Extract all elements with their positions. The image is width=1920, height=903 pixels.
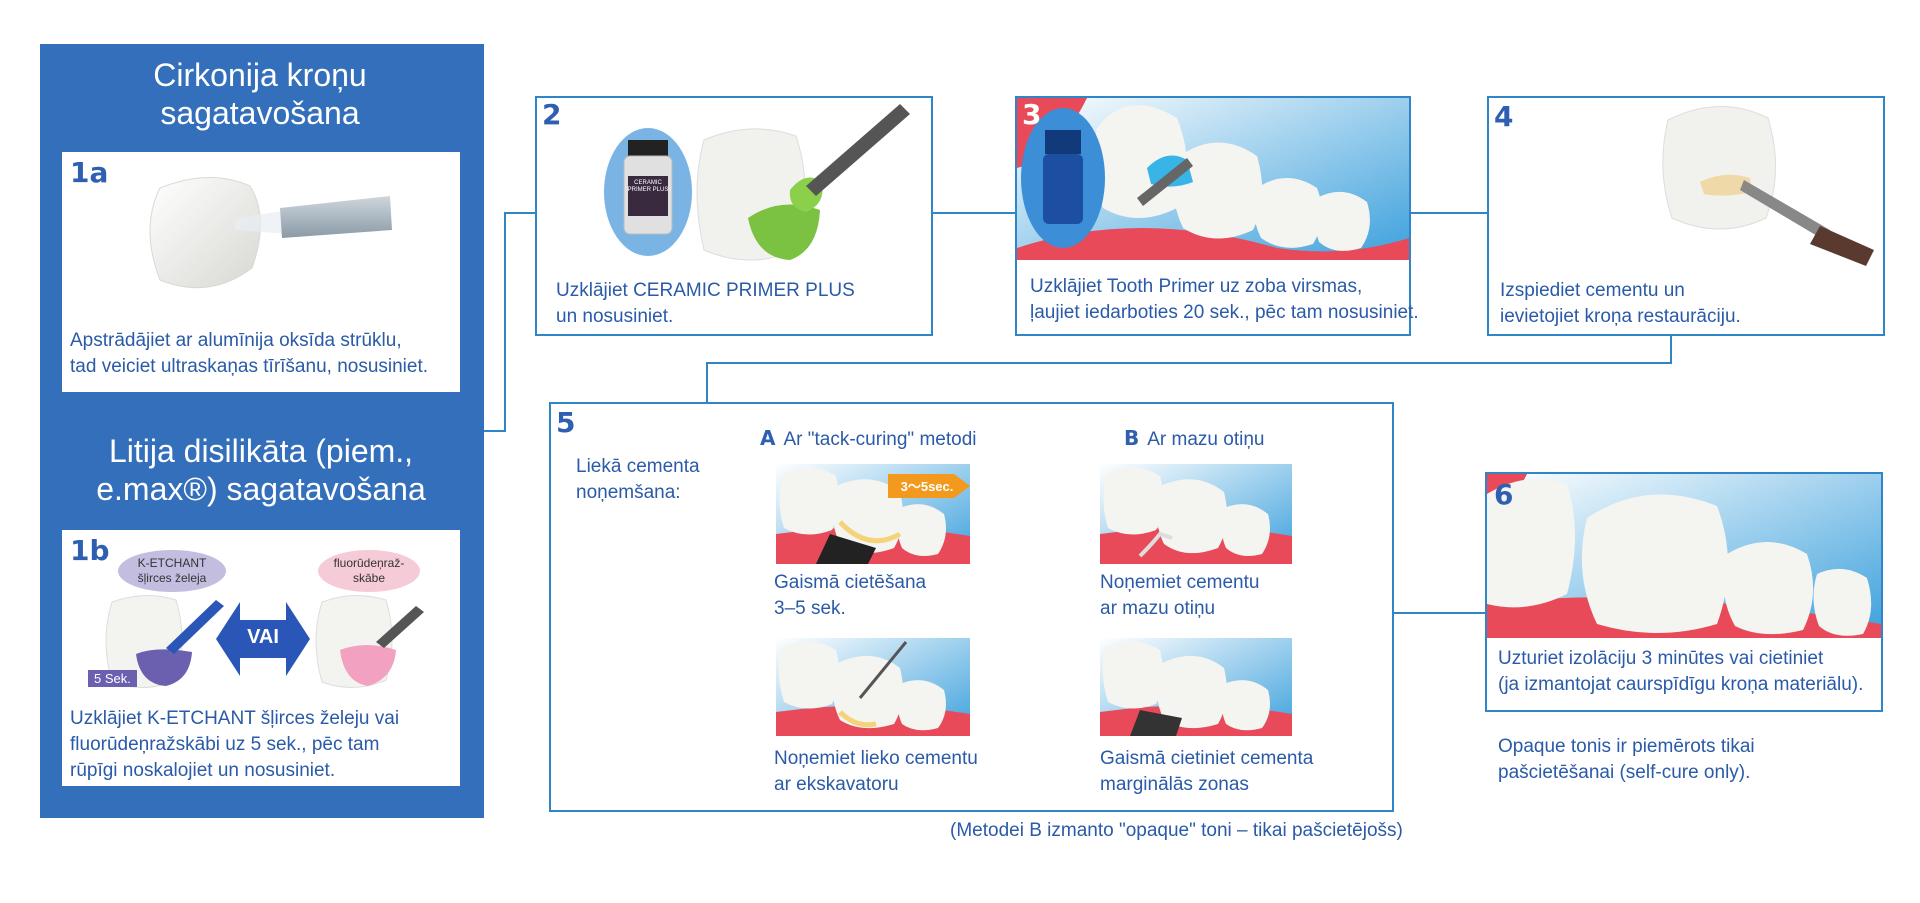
step-1a-caption-line2: tad veiciet ultraskaņas tīrīšanu, nosusi…	[70, 356, 429, 377]
hf-badge: fluorūdeņraž- skābe	[318, 550, 420, 592]
method-b-title: B Ar mazu otiņu	[1124, 426, 1264, 451]
excavator-illustration	[776, 638, 970, 736]
step-2-caption-line1: Uzklājiet CERAMIC PRIMER PLUS	[556, 280, 855, 301]
time-label: 5 Sek.	[88, 670, 137, 687]
tooth-primer-illustration	[1017, 98, 1409, 260]
cement-syringe-illustration	[1662, 106, 1874, 266]
or-arrow	[216, 602, 310, 676]
step-5-number: 5	[556, 406, 576, 439]
b1-caption-line2: ar mazu otiņu	[1100, 598, 1216, 619]
step-1a-number: 1a	[70, 156, 109, 189]
step-1a-card	[62, 152, 460, 392]
a2-caption-line1: Noņemiet lieko cementu	[774, 748, 978, 769]
connector-panel-to-2-v	[504, 212, 506, 432]
method-a-title: A Ar "tack-curing" metodi	[760, 426, 976, 451]
lithium-title: Litija disilikāta (piem., e.max®) sagata…	[96, 433, 426, 507]
method-a-letter: A	[760, 426, 776, 450]
b2-caption-line2: marginālās zonas	[1100, 774, 1249, 795]
connector-into-5	[706, 362, 708, 404]
connector-4-to-5-h	[706, 362, 1672, 364]
etchant-badge-line1: K-ETCHANT	[137, 556, 207, 570]
step-4-caption-line1: Izspiediet cementu un	[1500, 280, 1685, 301]
ceramic-primer-bottle-label: CERAMIC PRIMER PLUS	[627, 180, 669, 193]
method-b-letter: B	[1124, 426, 1140, 450]
step-4-caption-line2: ievietojiet kroņa restaurāciju.	[1500, 306, 1741, 327]
step-4-number: 4	[1494, 100, 1514, 133]
hf-badge-line2: skābe	[352, 571, 386, 585]
a1-caption-line2: 3–5 sek.	[774, 598, 846, 619]
small-brush-illustration	[1100, 464, 1292, 564]
step-6-caption-line2: (ja izmantojat caurspīdīgu kroņa materiā…	[1498, 674, 1864, 695]
step-1b-number: 1b	[70, 534, 110, 567]
step-3-number: 3	[1022, 98, 1042, 131]
opaque-note-line2: pašcietēšanai (self-cure only).	[1498, 762, 1751, 783]
a2-caption-line2: ar ekskavatoru	[774, 774, 899, 795]
sandblast-crown-illustration	[149, 177, 392, 289]
hf-badge-line1: fluorūdeņraž-	[333, 556, 405, 570]
connector-5-to-6	[1392, 612, 1486, 614]
tack-cure-illustration	[776, 464, 970, 564]
step-1b-caption-line1: Uzklājiet K-ETCHANT šļirces želeju vai	[70, 708, 400, 729]
or-label: VAI	[247, 626, 279, 648]
step-5-intro-line1: Liekā cementa	[576, 456, 700, 477]
step-6-caption-line1: Uzturiet izolāciju 3 minūtes vai cietini…	[1498, 648, 1824, 669]
step-3-caption-line1: Uzklājiet Tooth Primer uz zoba virsmas,	[1030, 276, 1363, 297]
connector-2-to-3	[932, 212, 1016, 214]
step-2-number: 2	[542, 98, 562, 131]
timer-label: 3〜5sec.	[900, 479, 954, 494]
step-2-caption-line2: un nosusiniet.	[556, 306, 674, 327]
step-3-caption-line2: ļaujiet iedarboties 20 sek., pēc tam nos…	[1030, 302, 1419, 323]
step-5-intro-line2: noņemšana:	[576, 482, 681, 503]
b1-caption-line1: Noņemiet cementu	[1100, 572, 1260, 593]
step-1b-caption-line3: rūpīgi noskalojiet un nosusiniet.	[70, 760, 336, 781]
step-1a-caption-line1: Apstrādājiet ar alumīnija oksīda strūklu…	[70, 330, 402, 351]
b2-caption-line1: Gaismā cietiniet cementa	[1100, 748, 1314, 769]
connector-panel-to-2-h	[484, 430, 506, 432]
etch-crowns-illustration	[105, 594, 424, 689]
connector-into-2	[504, 212, 536, 214]
step-6-number: 6	[1494, 478, 1514, 511]
etchant-badge-line2: šļirces želeja	[137, 571, 207, 585]
margin-cure-illustration	[1100, 638, 1292, 736]
ceramic-primer-illustration	[604, 104, 910, 261]
method-a-label: Ar "tack-curing" metodi	[783, 429, 977, 450]
zirconia-title: Cirkonija kroņu sagatavošana	[153, 57, 367, 131]
a1-caption-line1: Gaismā cietēšana	[774, 572, 927, 593]
etchant-badge: K-ETCHANT šļirces želeja	[118, 550, 226, 592]
connector-3-to-4	[1410, 212, 1488, 214]
step-5-footnote: (Metodei B izmanto "opaque" toni – tikai…	[950, 820, 1403, 841]
opaque-note-line1: Opaque tonis ir piemērots tikai	[1498, 736, 1755, 757]
step-1b-caption-line2: fluorūdeņražskābi uz 5 sek., pēc tam	[70, 734, 380, 755]
method-b-label: Ar mazu otiņu	[1147, 429, 1265, 450]
connector-4-down	[1670, 336, 1672, 364]
final-crown-illustration	[1487, 474, 1881, 638]
